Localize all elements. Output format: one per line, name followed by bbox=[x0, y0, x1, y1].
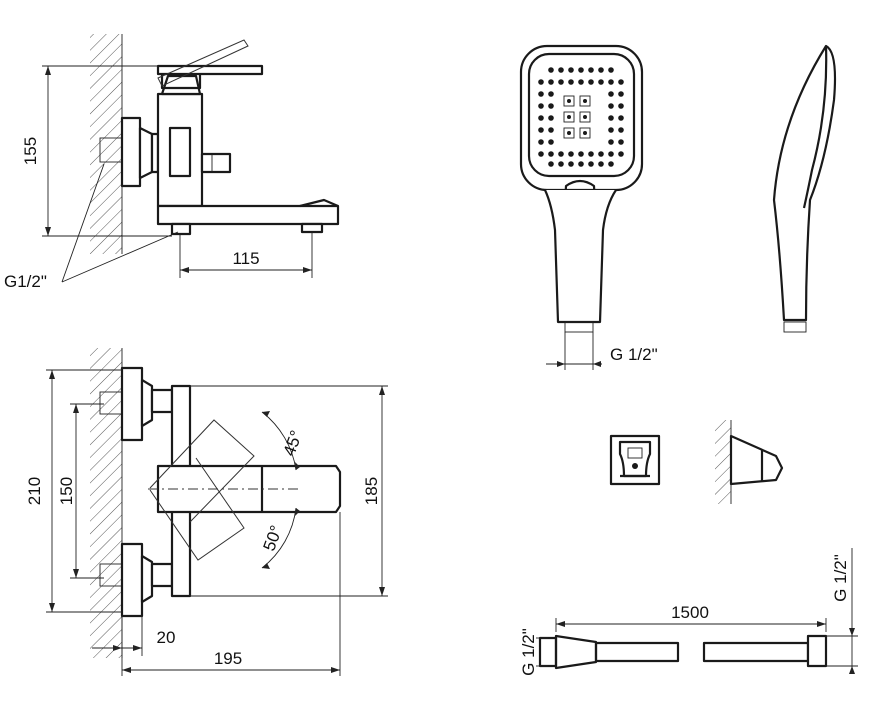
mixer-body bbox=[156, 92, 204, 208]
nozzle-dot bbox=[538, 115, 544, 121]
dimension-1500: 1500 bbox=[671, 603, 709, 622]
front-view-mixer: 45° 50° 210 150 185 20 195 bbox=[25, 348, 388, 676]
hose-body-right bbox=[702, 641, 810, 663]
nozzle-dot bbox=[608, 91, 614, 97]
nozzle-dot bbox=[538, 103, 544, 109]
dimension-155: 155 bbox=[21, 137, 40, 165]
nozzle-dot bbox=[568, 161, 574, 167]
nozzle-dot bbox=[618, 139, 624, 145]
shower-handle bbox=[544, 189, 617, 324]
nozzle-dot bbox=[548, 161, 554, 167]
nozzle-dot bbox=[608, 103, 614, 109]
nozzle-dot bbox=[548, 127, 554, 133]
holder-wall-hatch bbox=[715, 420, 731, 504]
nozzle-dot bbox=[558, 67, 564, 73]
nozzle-dot bbox=[578, 161, 584, 167]
nozzle-dot bbox=[548, 67, 554, 73]
nozzle-dot bbox=[538, 91, 544, 97]
nozzle-dot bbox=[598, 151, 604, 157]
hose-body-left bbox=[594, 641, 680, 663]
center-nozzles bbox=[563, 95, 591, 139]
nozzle-dot bbox=[548, 151, 554, 157]
angle-50: 50° bbox=[260, 523, 287, 554]
dimension-195: 195 bbox=[214, 649, 242, 668]
nozzle-dot bbox=[558, 79, 564, 85]
lever-ghost-down bbox=[149, 457, 245, 561]
nozzle-dot bbox=[588, 79, 594, 85]
dimension-185: 185 bbox=[362, 477, 381, 505]
nozzle-dot bbox=[598, 79, 604, 85]
nozzle-dot bbox=[598, 67, 604, 73]
hand-shower-side bbox=[772, 44, 837, 333]
shower-thread bbox=[564, 321, 594, 333]
angle-45: 45° bbox=[280, 428, 307, 459]
nozzle-dot bbox=[568, 79, 574, 85]
nozzle-dot bbox=[618, 91, 624, 97]
wall-flange bbox=[120, 116, 142, 188]
nozzle-dot bbox=[588, 151, 594, 157]
nozzle-dot bbox=[608, 127, 614, 133]
diverter-knob bbox=[200, 152, 232, 174]
dimension-115: 115 bbox=[232, 249, 259, 268]
lower-flange bbox=[120, 542, 144, 618]
nozzle-dot bbox=[618, 115, 624, 121]
nozzle-dot bbox=[618, 103, 624, 109]
dimension-150: 150 bbox=[57, 477, 76, 505]
dimension-210: 210 bbox=[25, 477, 44, 505]
nozzle-dot bbox=[608, 79, 614, 85]
lever-handle bbox=[156, 64, 264, 76]
shower-hose: 1500 G 1/2" G 1/2" bbox=[519, 548, 858, 676]
nozzle-dot bbox=[608, 67, 614, 73]
upper-flange bbox=[120, 366, 144, 442]
holder-side bbox=[729, 434, 784, 486]
nozzle-dot bbox=[568, 151, 574, 157]
lever-raised-ghost bbox=[157, 39, 249, 87]
wall-holder bbox=[609, 420, 784, 504]
nozzle-dot bbox=[548, 103, 554, 109]
side-view-mixer: 155 115 G1/2" bbox=[4, 34, 340, 291]
nozzle-dot bbox=[608, 115, 614, 121]
nozzle-dot bbox=[548, 91, 554, 97]
nozzle-dot bbox=[578, 151, 584, 157]
nozzle-dot bbox=[558, 161, 564, 167]
nozzle-dot bbox=[588, 67, 594, 73]
hose-thread-left: G 1/2" bbox=[519, 628, 538, 676]
nozzle-dot bbox=[548, 79, 554, 85]
hose-thread-right: G 1/2" bbox=[831, 554, 850, 602]
wall-hatch-front bbox=[90, 348, 122, 658]
dimension-20: 20 bbox=[157, 628, 176, 647]
hose-nut-right bbox=[806, 634, 828, 668]
wall-hatch bbox=[90, 34, 122, 254]
nozzle-dot bbox=[538, 127, 544, 133]
nozzle-dot bbox=[558, 151, 564, 157]
hand-shower-front: G 1/2" bbox=[519, 44, 658, 370]
nozzle-dot bbox=[578, 67, 584, 73]
nozzle-dot bbox=[548, 115, 554, 121]
nozzle-dot bbox=[578, 79, 584, 85]
nozzle-dot bbox=[618, 127, 624, 133]
nut bbox=[138, 126, 154, 180]
nozzle-dot bbox=[568, 67, 574, 73]
nozzle-dot bbox=[538, 139, 544, 145]
shower-thread-label: G 1/2" bbox=[610, 345, 658, 364]
nozzle-dot bbox=[608, 151, 614, 157]
thread-label-side: G1/2" bbox=[4, 272, 47, 291]
nozzle-dot bbox=[618, 79, 624, 85]
spout bbox=[156, 204, 340, 226]
nozzle-dot bbox=[538, 79, 544, 85]
nozzle-dot bbox=[548, 139, 554, 145]
hose-nut-left bbox=[538, 636, 558, 668]
nozzle-dot bbox=[538, 151, 544, 157]
nozzle-dot bbox=[618, 151, 624, 157]
nozzle-dot bbox=[608, 161, 614, 167]
shower-head-face bbox=[527, 52, 636, 178]
nozzle-dot bbox=[588, 161, 594, 167]
nozzle-dot bbox=[608, 139, 614, 145]
hose-cone bbox=[554, 634, 598, 670]
shower-side-profile bbox=[772, 44, 837, 322]
aerator bbox=[300, 222, 324, 234]
nozzle-dot bbox=[598, 161, 604, 167]
nozzle-grid bbox=[538, 67, 624, 167]
